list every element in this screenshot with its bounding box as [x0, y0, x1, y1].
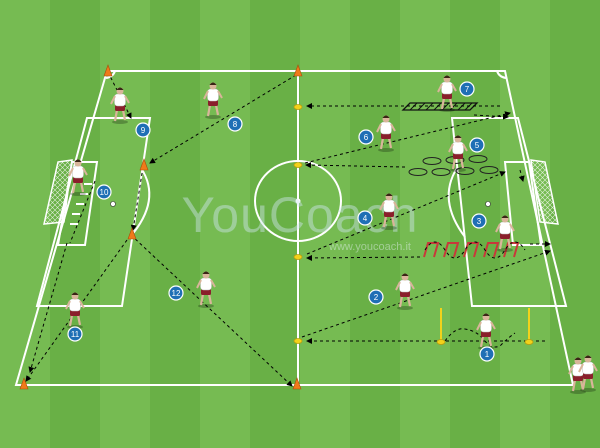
grass-stripe [200, 0, 250, 448]
player-number-badge: 2 [368, 289, 384, 305]
cone-icons [19, 64, 303, 390]
cone-icon [127, 227, 137, 240]
path-rings-to-pole [305, 162, 406, 169]
player-number-badge: 6 [358, 129, 374, 145]
player-icon [68, 159, 88, 196]
player-icon [476, 313, 496, 350]
grass-stripe [300, 0, 350, 448]
left-goal-icon [43, 159, 73, 225]
player-number-badge: 1 [479, 346, 495, 362]
path-player6-up [304, 111, 511, 164]
player-number-badge: 3 [471, 213, 487, 229]
player-number-badge: 11 [67, 326, 83, 342]
player-number: 6 [364, 133, 369, 142]
grass-stripe [150, 0, 200, 448]
player-number-badge: 9 [135, 122, 151, 138]
path-left-station [28, 242, 68, 373]
player-number: 2 [374, 293, 379, 302]
player-number-badge: 10 [96, 184, 112, 200]
watermark-brand: YouCoach [182, 187, 419, 243]
player-icon [578, 355, 598, 392]
player-number: 5 [475, 141, 480, 150]
player-icon [376, 115, 396, 152]
cone-icon [19, 377, 29, 390]
grass-stripe [0, 0, 50, 448]
dribble-paths [424, 241, 526, 348]
path-bottom-diag [301, 249, 551, 338]
path-left-diag-down [130, 234, 293, 387]
player-number: 7 [465, 85, 470, 94]
disc-icons [293, 104, 534, 345]
player-icon [437, 75, 457, 112]
marker-icons-left [70, 183, 92, 225]
corner-arc-top-right [496, 70, 507, 79]
path-top-center-to-mid [149, 74, 297, 164]
player-icon [379, 193, 399, 230]
cone-icon [139, 158, 149, 171]
right-penalty-arc [447, 167, 466, 238]
player-number-badge: 5 [469, 137, 485, 153]
grass-stripe [400, 0, 450, 448]
player-number: 3 [477, 217, 482, 226]
player-icon [196, 271, 216, 308]
cone-icon [103, 64, 113, 77]
player-number: 1 [485, 350, 490, 359]
right-penalty-area [450, 117, 568, 307]
player-number: 10 [100, 188, 109, 197]
player-icon [203, 82, 223, 119]
player-number: 4 [363, 214, 368, 223]
player-icon [395, 273, 415, 310]
player-icon [448, 135, 468, 172]
players [65, 75, 598, 394]
player-number-badge: 12 [168, 285, 184, 301]
grass-stripe [350, 0, 400, 448]
player-number: 11 [71, 330, 80, 339]
player-number-badge: 4 [357, 210, 373, 226]
ball-icons [110, 201, 491, 207]
right-goal-area [503, 161, 543, 246]
player-icon [495, 215, 515, 252]
watermark-url: www.youcoach.it [328, 241, 411, 253]
player-number: 8 [233, 120, 238, 129]
path-cone-to-cone-left [130, 166, 144, 231]
player-number: 12 [172, 289, 181, 298]
player-number-badge: 8 [227, 116, 243, 132]
path-hurdle-to-pole [306, 254, 421, 261]
dashed-guides-left [69, 180, 96, 244]
cone-icon [292, 377, 302, 390]
pole-icons [440, 308, 530, 342]
player-number: 9 [141, 126, 146, 135]
cone-icon [293, 64, 303, 77]
path-right-goal [518, 169, 525, 182]
hurdle-icons [423, 242, 520, 258]
player-icon [110, 87, 130, 124]
right-goal-icon [530, 159, 559, 225]
player-number-badge: 7 [459, 81, 475, 97]
center-spot [295, 198, 301, 204]
grass-stripe [250, 0, 300, 448]
youcoach-watermark: YouCoach www.youcoach.it [182, 187, 419, 253]
center-circle [254, 160, 342, 242]
